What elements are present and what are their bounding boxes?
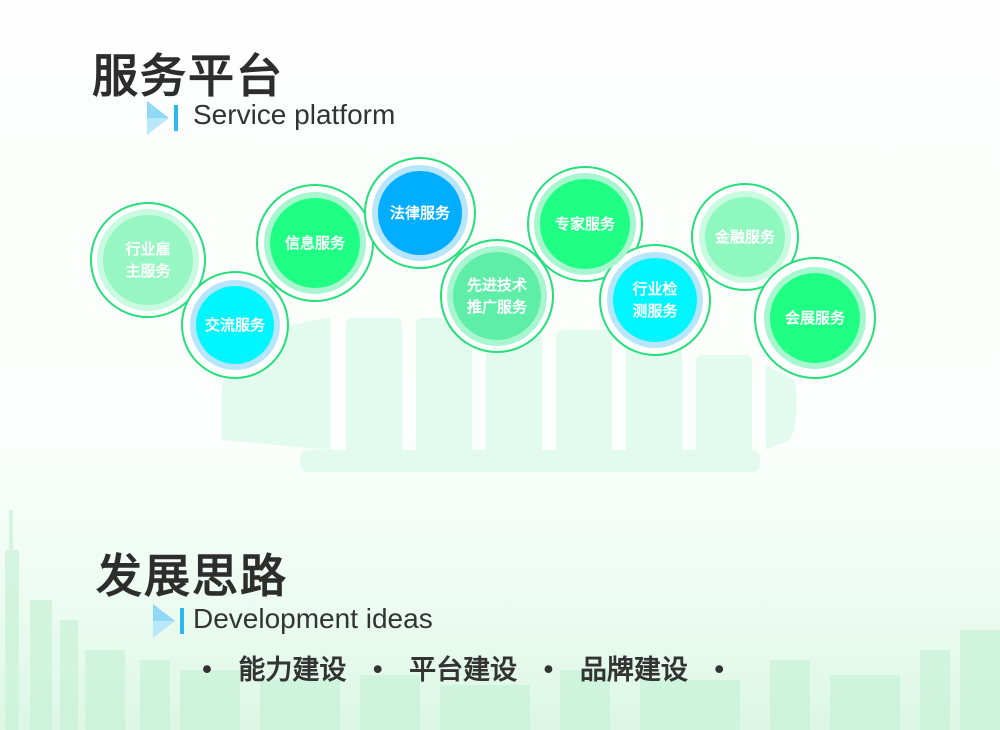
section-title-development-ideas: 发展思路	[96, 549, 288, 603]
service-label: 行业检	[631, 280, 677, 298]
service-label: 法律服务	[390, 204, 451, 222]
service-label: 测服务	[632, 302, 678, 320]
service-circle	[613, 258, 697, 342]
service-node[interactable]: 法律服务	[372, 165, 468, 261]
idea-item: 平台建设	[409, 655, 518, 686]
section-subtitle-service-platform: Service platform	[193, 99, 396, 130]
service-label: 主服务	[125, 262, 171, 280]
city-skyline-background	[5, 510, 1000, 730]
service-label: 金融服务	[714, 228, 776, 246]
service-circle	[770, 273, 860, 363]
bullet-dot: •	[540, 655, 557, 686]
service-circle	[453, 252, 541, 340]
service-label: 信息服务	[285, 234, 346, 252]
service-circles-diagram: 行业雇主服务交流服务信息服务法律服务先进技术推广服务专家服务行业检测服务金融服务…	[90, 157, 876, 379]
service-node[interactable]: 会展服务	[764, 267, 866, 369]
bullet-dot: •	[369, 655, 386, 686]
bullet-dot: •	[199, 655, 215, 686]
service-circle	[540, 179, 630, 269]
service-circle	[378, 171, 462, 255]
service-label: 行业雇	[124, 240, 170, 258]
idea-item: 能力建设	[238, 655, 347, 686]
ideas-list: • 能力建设 • 平台建设 • 品牌建设 •	[185, 648, 741, 687]
service-label: 专家服务	[555, 215, 616, 233]
service-circle	[103, 215, 193, 305]
service-circle	[196, 286, 274, 364]
play-arrow-icon	[147, 101, 178, 135]
bullet-dot: •	[711, 655, 728, 686]
section-subtitle-development-ideas: Development ideas	[193, 603, 433, 634]
section-title-service-platform: 服务平台	[92, 49, 284, 103]
service-label: 先进技术	[467, 276, 527, 294]
service-node[interactable]: 金融服务	[699, 191, 791, 283]
service-circle	[270, 198, 360, 288]
service-node[interactable]: 交流服务	[190, 280, 280, 370]
idea-item: 品牌建设	[579, 655, 688, 686]
service-label: 推广服务	[467, 298, 528, 316]
play-arrow-icon	[153, 604, 184, 638]
service-circle	[705, 197, 785, 277]
service-label: 交流服务	[205, 316, 266, 334]
bus-silhouette-background	[222, 318, 797, 472]
service-node[interactable]: 信息服务	[264, 192, 366, 294]
service-node[interactable]: 专家服务	[534, 173, 636, 275]
service-label: 会展服务	[785, 309, 846, 327]
